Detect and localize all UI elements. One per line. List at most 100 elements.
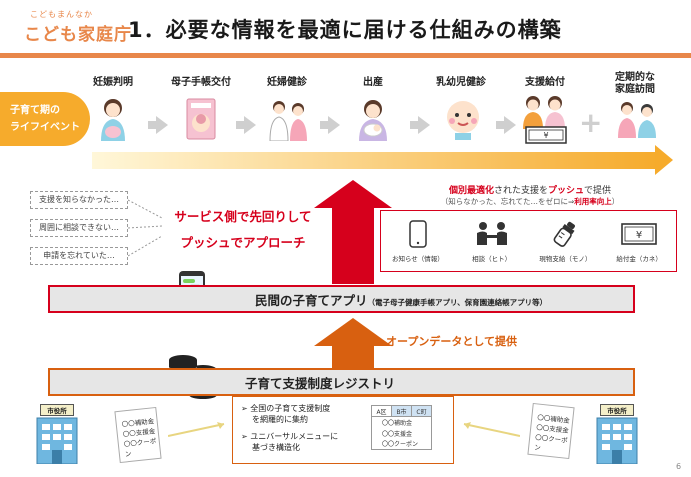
flow-arrow [496,116,516,134]
flow-arrow [148,116,168,134]
stage-infant-checkup: 乳幼児健診 [426,77,496,140]
baby-bottle-icon [530,219,600,249]
life-events-label-line2: ライフイベント [10,122,80,133]
support-item-label: 給付金（カネ） [616,255,662,263]
registry-bullet-line: ユニバーサルメニューに [250,432,339,441]
mother-child-handbook-icon [181,97,221,140]
private-app-title-main: 民間の子育てアプリ [255,293,368,308]
stage-handbook: 母子手帳交付 [166,77,236,140]
support-subheading: （知らなかった、忘れてた…をゼロに⇒利用率向上） [390,196,670,207]
stage-label: 出産 [363,77,383,88]
logo-tagline: こどもまんなか [30,10,93,19]
support-heading-end: で提供 [584,186,612,196]
registry-bullet-line: 基づき構造化 [252,443,300,452]
agency-logo: こども家庭庁 [24,25,132,45]
stage-home-visit: 定期的な 家庭訪問 [600,72,670,138]
push-approach-line2: プッシュでアプローチ [180,235,306,250]
registry-title: 子育て支援制度レジストリ [245,376,396,391]
stage-label: 支援給付 [525,77,565,88]
title-underline [0,53,691,58]
private-app-bar [48,285,635,313]
support-item-cash: ¥ 給付金（カネ） [604,219,674,263]
worry-note: 周囲に相談できない… [30,219,128,237]
newborn-baby-icon [353,97,393,141]
private-app-title: 民間の子育てアプリ（電子母子健康手帳アプリ、保育園連絡帳アプリ等） [255,290,547,309]
support-item-goods: 現物支給（モノ） [530,219,600,263]
private-app-title-sub: （電子母子健康手帳アプリ、保育園連絡帳アプリ等） [367,298,548,307]
doctor-checkup-icon [267,97,307,142]
page-title: 1．必要な情報を最適に届ける仕組みの構築 [128,18,562,42]
family-benefit-icon: ¥ [519,93,571,145]
support-heading-optimized: 個別最適化 [448,186,494,196]
support-item-info: お知らせ（情報） [383,219,453,263]
support-heading-push: プッシュ [548,186,585,196]
push-approach-caption: サービス側で先回りして プッシュでアプローチ [163,204,323,256]
support-item-consult: 相談（ヒト） [457,219,527,263]
svg-text:¥: ¥ [543,131,548,140]
stage-label-line1: 定期的な [615,72,655,83]
registry-bullet-line: を網羅的に集約 [252,415,308,424]
plus-icon: + [579,106,603,139]
registry-detail-box: ➢ 全国の子育て支援制度 を網羅的に集約 ➢ ユニバーサルメニューに 基づき構造… [232,396,454,464]
life-timeline-arrowhead [655,145,673,175]
registry-bullet: ➢ ユニバーサルメニューに [241,432,339,441]
note-connectors [128,199,163,257]
city-hall-sign: 市役所 [40,404,74,416]
city-hall-building-icon [596,417,638,465]
push-approach-line1: サービス側で先回りして [174,209,312,224]
table-header: C町 [411,405,432,417]
support-item-label: お知らせ（情報） [391,255,444,263]
city-hall-sign: 市役所 [600,404,634,416]
table-row: 〇〇補助金 [371,416,432,428]
svg-text:¥: ¥ [636,230,642,241]
stage-pregnancy: 妊娠判明 [78,77,148,141]
support-item-label: 現物支給（モノ） [539,255,592,263]
city-hall-right: 市役所 [594,404,640,468]
stage-label: 妊婦健診 [267,77,307,88]
support-sub-end: ） [611,197,620,206]
life-timeline-bar [92,152,657,169]
worry-note: 申請を忘れていた… [30,247,128,265]
city-hall-building-icon [36,417,78,465]
table-row: 〇〇支援金 [371,427,432,439]
registry-bullet-line: 全国の子育て支援制度 [250,404,331,413]
doc-line: 〇〇クーポン [533,433,568,452]
worry-note: 支援を知らなかった… [30,191,128,209]
registry-mini-table: A区 B市 C町 〇〇補助金 〇〇支援金 〇〇クーポン [371,405,432,450]
support-item-label: 相談（ヒト） [472,255,512,263]
home-visit-icon [615,98,656,138]
registry-bar [48,368,635,396]
stage-birth: 出産 [338,77,408,141]
page-number: 6 [676,462,682,471]
infant-checkup-icon [441,97,481,140]
program-document-left: 〇〇補助金 〇〇支援金 〇〇クーポン [114,406,162,464]
stage-label: 乳幼児健診 [436,77,486,88]
support-sub-pre: （知らなかった、忘れてた…をゼロに⇒ [440,197,575,206]
doc-line: 〇〇クーポン [123,437,157,459]
open-data-caption: オープンデータとして提供 [386,335,518,348]
support-channels-box: お知らせ（情報） 相談（ヒト） 現物支給（モノ） ¥ 給付金（カネ） [380,210,677,272]
support-heading-mid: された支援を [493,186,548,196]
flow-arrow [320,116,340,134]
life-events-label: 子育て期の ライフイベント [0,92,90,146]
consultation-icon [457,219,527,249]
stage-label: 妊娠判明 [93,77,133,88]
registry-bullets: ➢ 全国の子育て支援制度 を網羅的に集約 ➢ ユニバーサルメニューに 基づき構造… [241,403,338,453]
life-events-label-line1: 子育て期の [10,105,60,116]
program-document-right: 〇〇補助金 〇〇支援金 〇〇クーポン [527,402,575,460]
stage-label: 母子手帳交付 [171,77,231,88]
data-flow-arrow-left [168,422,225,437]
flow-arrow [410,116,430,134]
support-sub-highlight: 利用率向上 [574,197,612,206]
push-up-arrow-body [332,200,374,284]
table-row: 〇〇クーポン [371,438,432,450]
support-heading: 個別最適化された支援をプッシュで提供 [390,183,670,196]
stage-prenatal-checkup: 妊婦健診 [252,77,322,142]
table-header: B市 [391,405,412,417]
city-hall-left: 市役所 [34,404,80,468]
stage-benefit: 支援給付 ¥ [510,77,580,145]
open-data-up-arrow-body [332,346,374,368]
registry-bullet: ➢ 全国の子育て支援制度 [241,404,331,413]
cash-icon: ¥ [604,219,674,249]
pregnant-woman-icon [93,97,133,141]
